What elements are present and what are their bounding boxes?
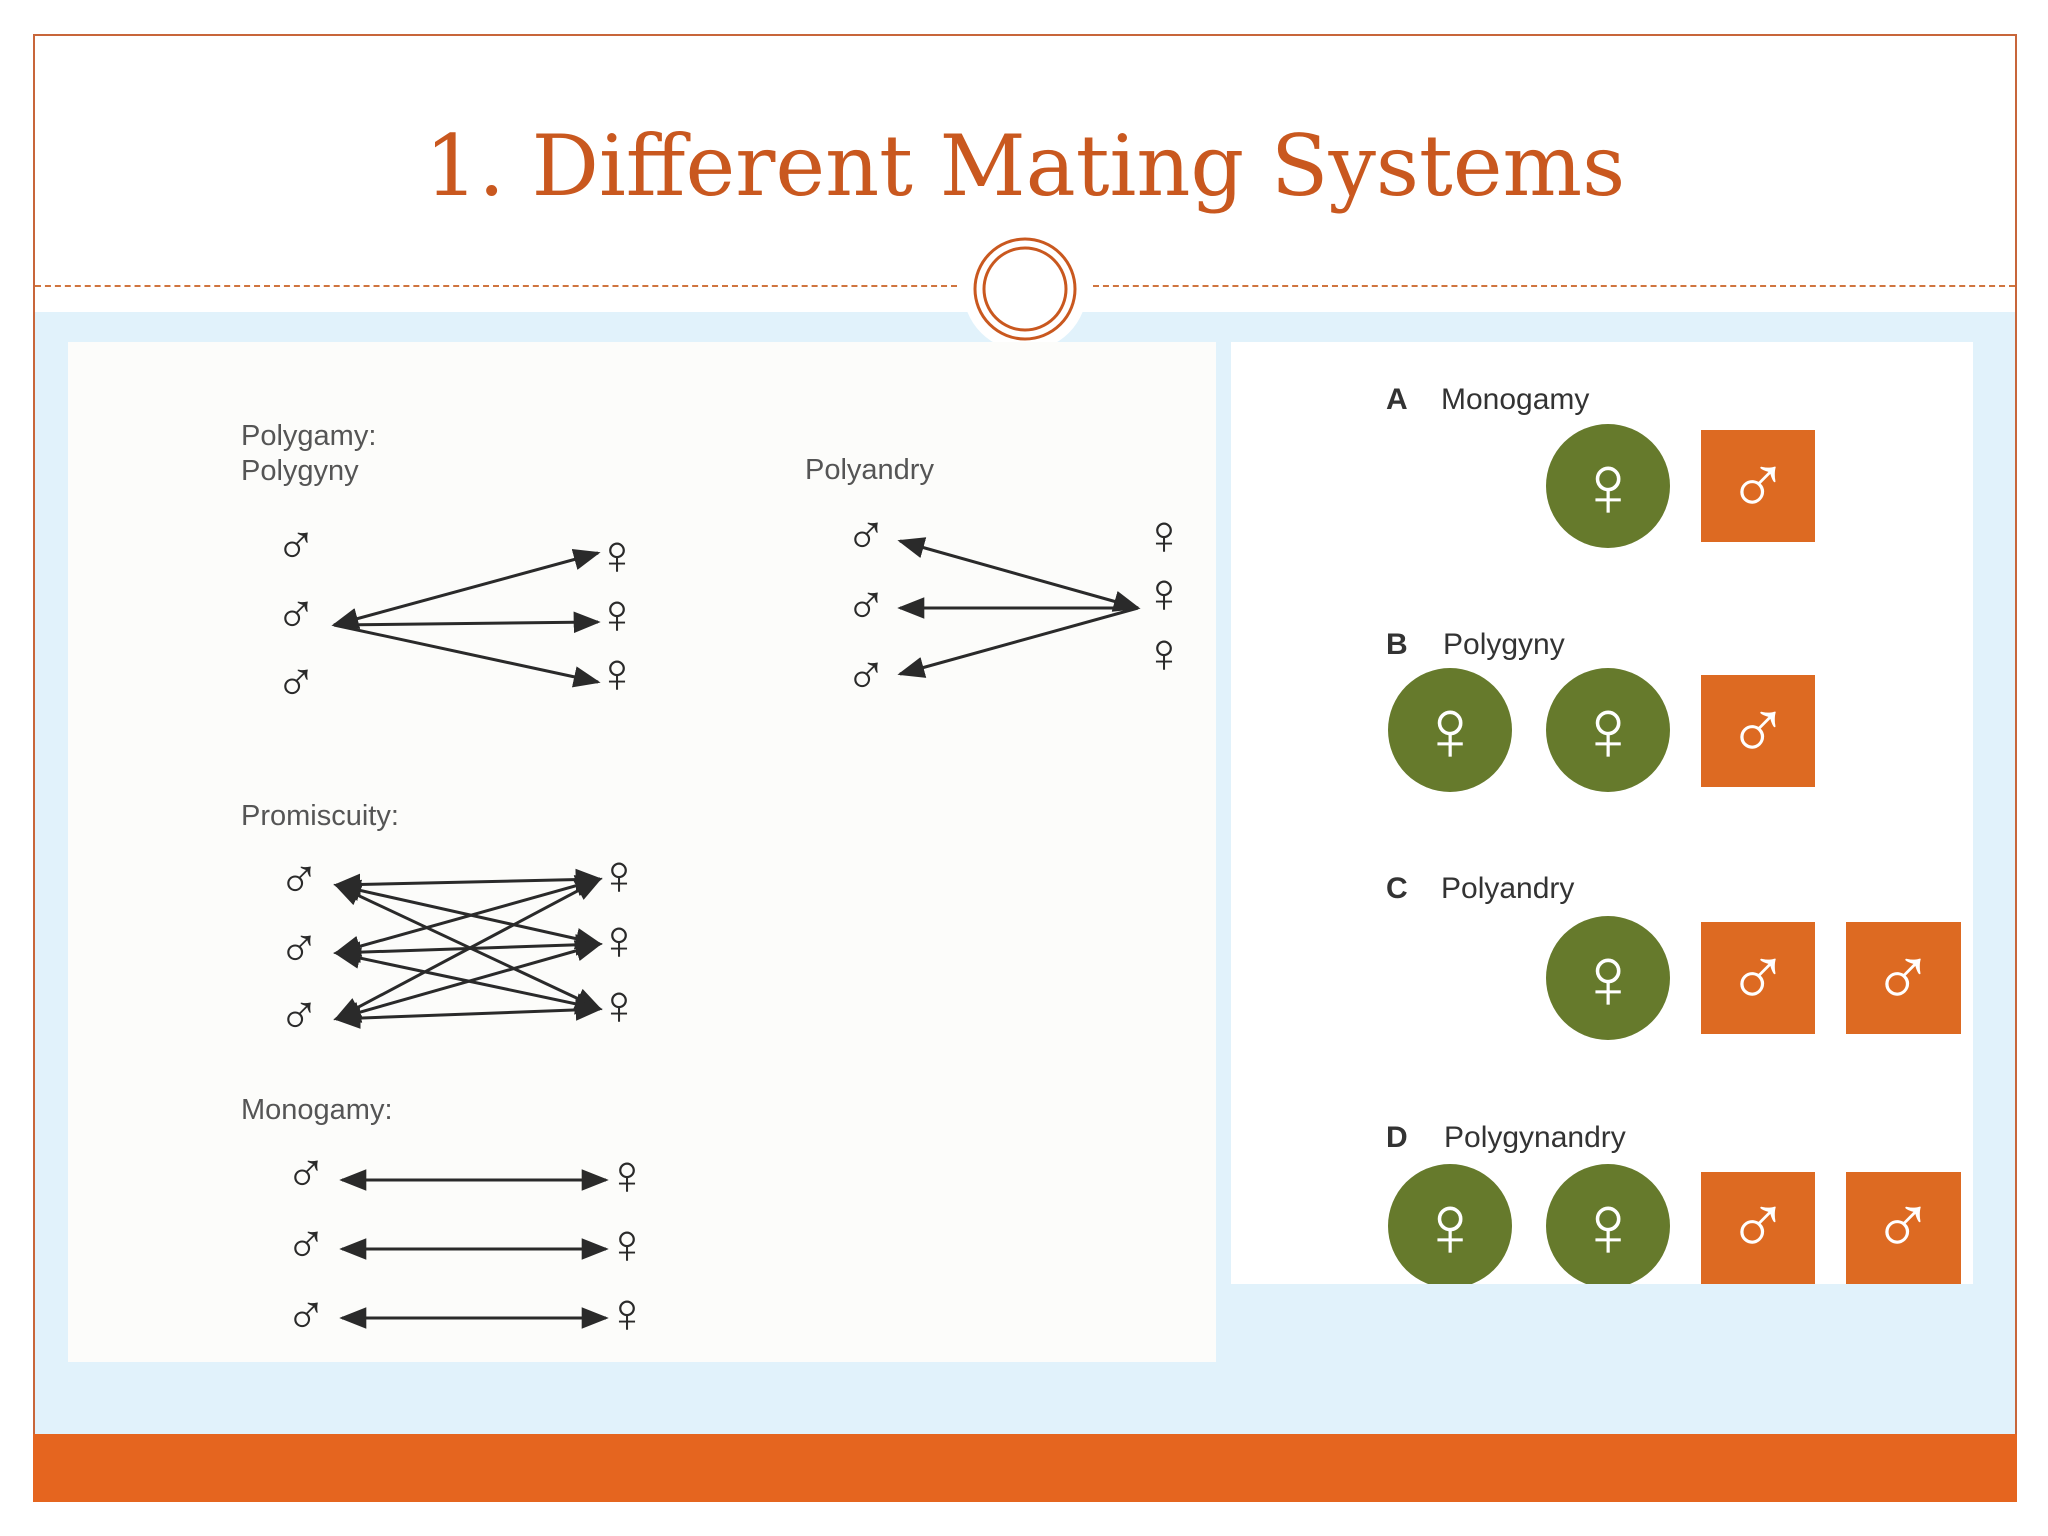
female-symbol: ♀ [1417,1176,1483,1275]
female-symbol: ♀ [1575,1176,1641,1275]
male-symbol: ♂ [1727,438,1790,532]
mating-icon-diagram: A Monogamy ♀ ♂ B Polygyny ♀ ♀ ♂ C Polyan… [1386,383,1961,1288]
monogamy-arrows [339,1169,609,1329]
title-divider-right [1093,285,2015,287]
bottom-accent-bar [33,1434,2017,1502]
polygyny-arrows [331,548,601,688]
male-symbol: ♂ [285,1141,327,1204]
male-square: ♂ [1846,922,1961,1034]
polygyny-label-line2: Polygyny [241,455,359,487]
female-symbol: ♀ [1575,680,1641,779]
male-symbol: ♂ [845,503,887,566]
male-symbol: ♂ [845,573,887,636]
male-square: ♂ [1701,1172,1815,1284]
divider-circle-ornament [963,227,1087,351]
female-symbol: ♀ [598,843,640,906]
row-letter: C [1386,872,1408,905]
male-symbol: ♂ [278,916,320,979]
female-symbol: ♀ [606,1212,648,1275]
promiscuity-label: Promiscuity: [241,800,399,832]
female-symbol: ♀ [1575,928,1641,1027]
left-diagram-panel: Polygamy: Polygyny ♂ ♂ ♂ ♀ ♀ ♀ Polyandry… [68,342,1216,1362]
female-symbol: ♀ [606,1143,648,1206]
polygyny-label-line1: Polygamy: [241,420,376,452]
female-symbol: ♀ [596,641,638,704]
female-circle: ♀ [1546,424,1670,548]
male-symbol: ♂ [278,983,320,1046]
title-divider-left [35,285,957,287]
polyandry-arrows [897,537,1141,678]
row-name-polygyny: Polygyny [1443,628,1565,661]
female-symbol: ♀ [596,582,638,645]
male-square: ♂ [1846,1172,1961,1284]
female-circle: ♀ [1546,1164,1670,1288]
row-letter: B [1386,628,1408,661]
female-symbol: ♀ [1417,680,1483,779]
male-symbol: ♂ [275,513,317,576]
male-square: ♂ [1701,922,1815,1034]
male-symbol: ♂ [278,847,320,910]
female-symbol: ♀ [598,908,640,971]
female-symbol: ♀ [1143,503,1185,566]
female-symbol: ♀ [596,523,638,586]
female-symbol: ♀ [1575,436,1641,535]
male-symbol: ♂ [1727,930,1790,1024]
monogamy-label: Monogamy: [241,1094,393,1126]
mating-arrow-diagram: Polygamy: Polygyny ♂ ♂ ♂ ♀ ♀ ♀ Polyandry… [241,420,1185,1346]
slide-title: 1. Different Mating Systems [424,117,1626,215]
row-letter: A [1386,383,1408,416]
female-circle: ♀ [1388,668,1512,792]
male-symbol: ♂ [275,582,317,645]
male-square: ♂ [1701,675,1815,787]
female-circle: ♀ [1546,668,1670,792]
row-name-monogamy: Monogamy [1441,383,1589,416]
female-symbol: ♀ [606,1281,648,1344]
male-symbol: ♂ [1872,1178,1935,1272]
male-symbol: ♂ [1727,683,1790,777]
row-name-polyandry: Polyandry [1441,872,1574,905]
female-circle: ♀ [1546,916,1670,1040]
female-circle: ♀ [1388,1164,1512,1288]
male-symbol: ♂ [1872,930,1935,1024]
female-symbol: ♀ [598,973,640,1036]
female-symbol: ♀ [1143,561,1185,624]
male-symbol: ♂ [845,643,887,706]
row-letter: D [1386,1121,1408,1154]
male-symbol: ♂ [1727,1178,1790,1272]
female-symbol: ♀ [1143,621,1185,684]
male-symbol: ♂ [275,650,317,713]
polyandry-label: Polyandry [805,454,934,486]
male-square: ♂ [1701,430,1815,542]
promiscuity-arrows [333,868,603,1029]
male-symbol: ♂ [285,1283,327,1346]
row-name-polygynandry: Polygynandry [1444,1121,1626,1154]
male-symbol: ♂ [285,1212,327,1275]
right-diagram-panel: A Monogamy ♀ ♂ B Polygyny ♀ ♀ ♂ C Polyan… [1231,342,1973,1288]
